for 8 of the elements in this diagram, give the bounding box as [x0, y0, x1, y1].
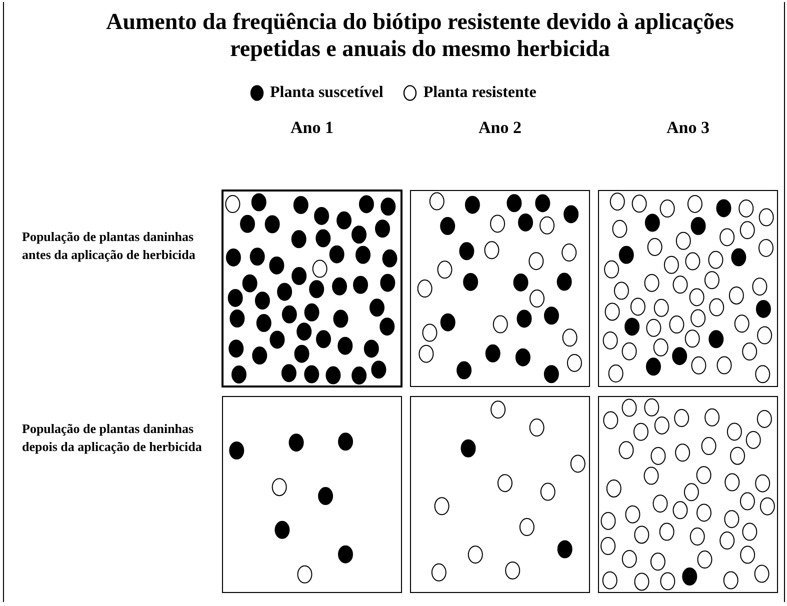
column-header: Ano 2 [478, 118, 522, 138]
row-label: População de plantas daninhas antes da aplicação de herbicida [22, 228, 196, 264]
title: Aumento da freqüência do biótipo resistente devido à aplicações repetidas e anuais do mesmo herbicida [105, 8, 735, 62]
row-label: População de plantas daninhas depois da aplicação de herbicida [22, 420, 203, 456]
legend-label: Planta suscetível [270, 84, 384, 102]
column-header: Ano 1 [290, 118, 334, 138]
legend-label: Planta resistente [423, 84, 536, 102]
column-header: Ano 3 [666, 118, 710, 138]
